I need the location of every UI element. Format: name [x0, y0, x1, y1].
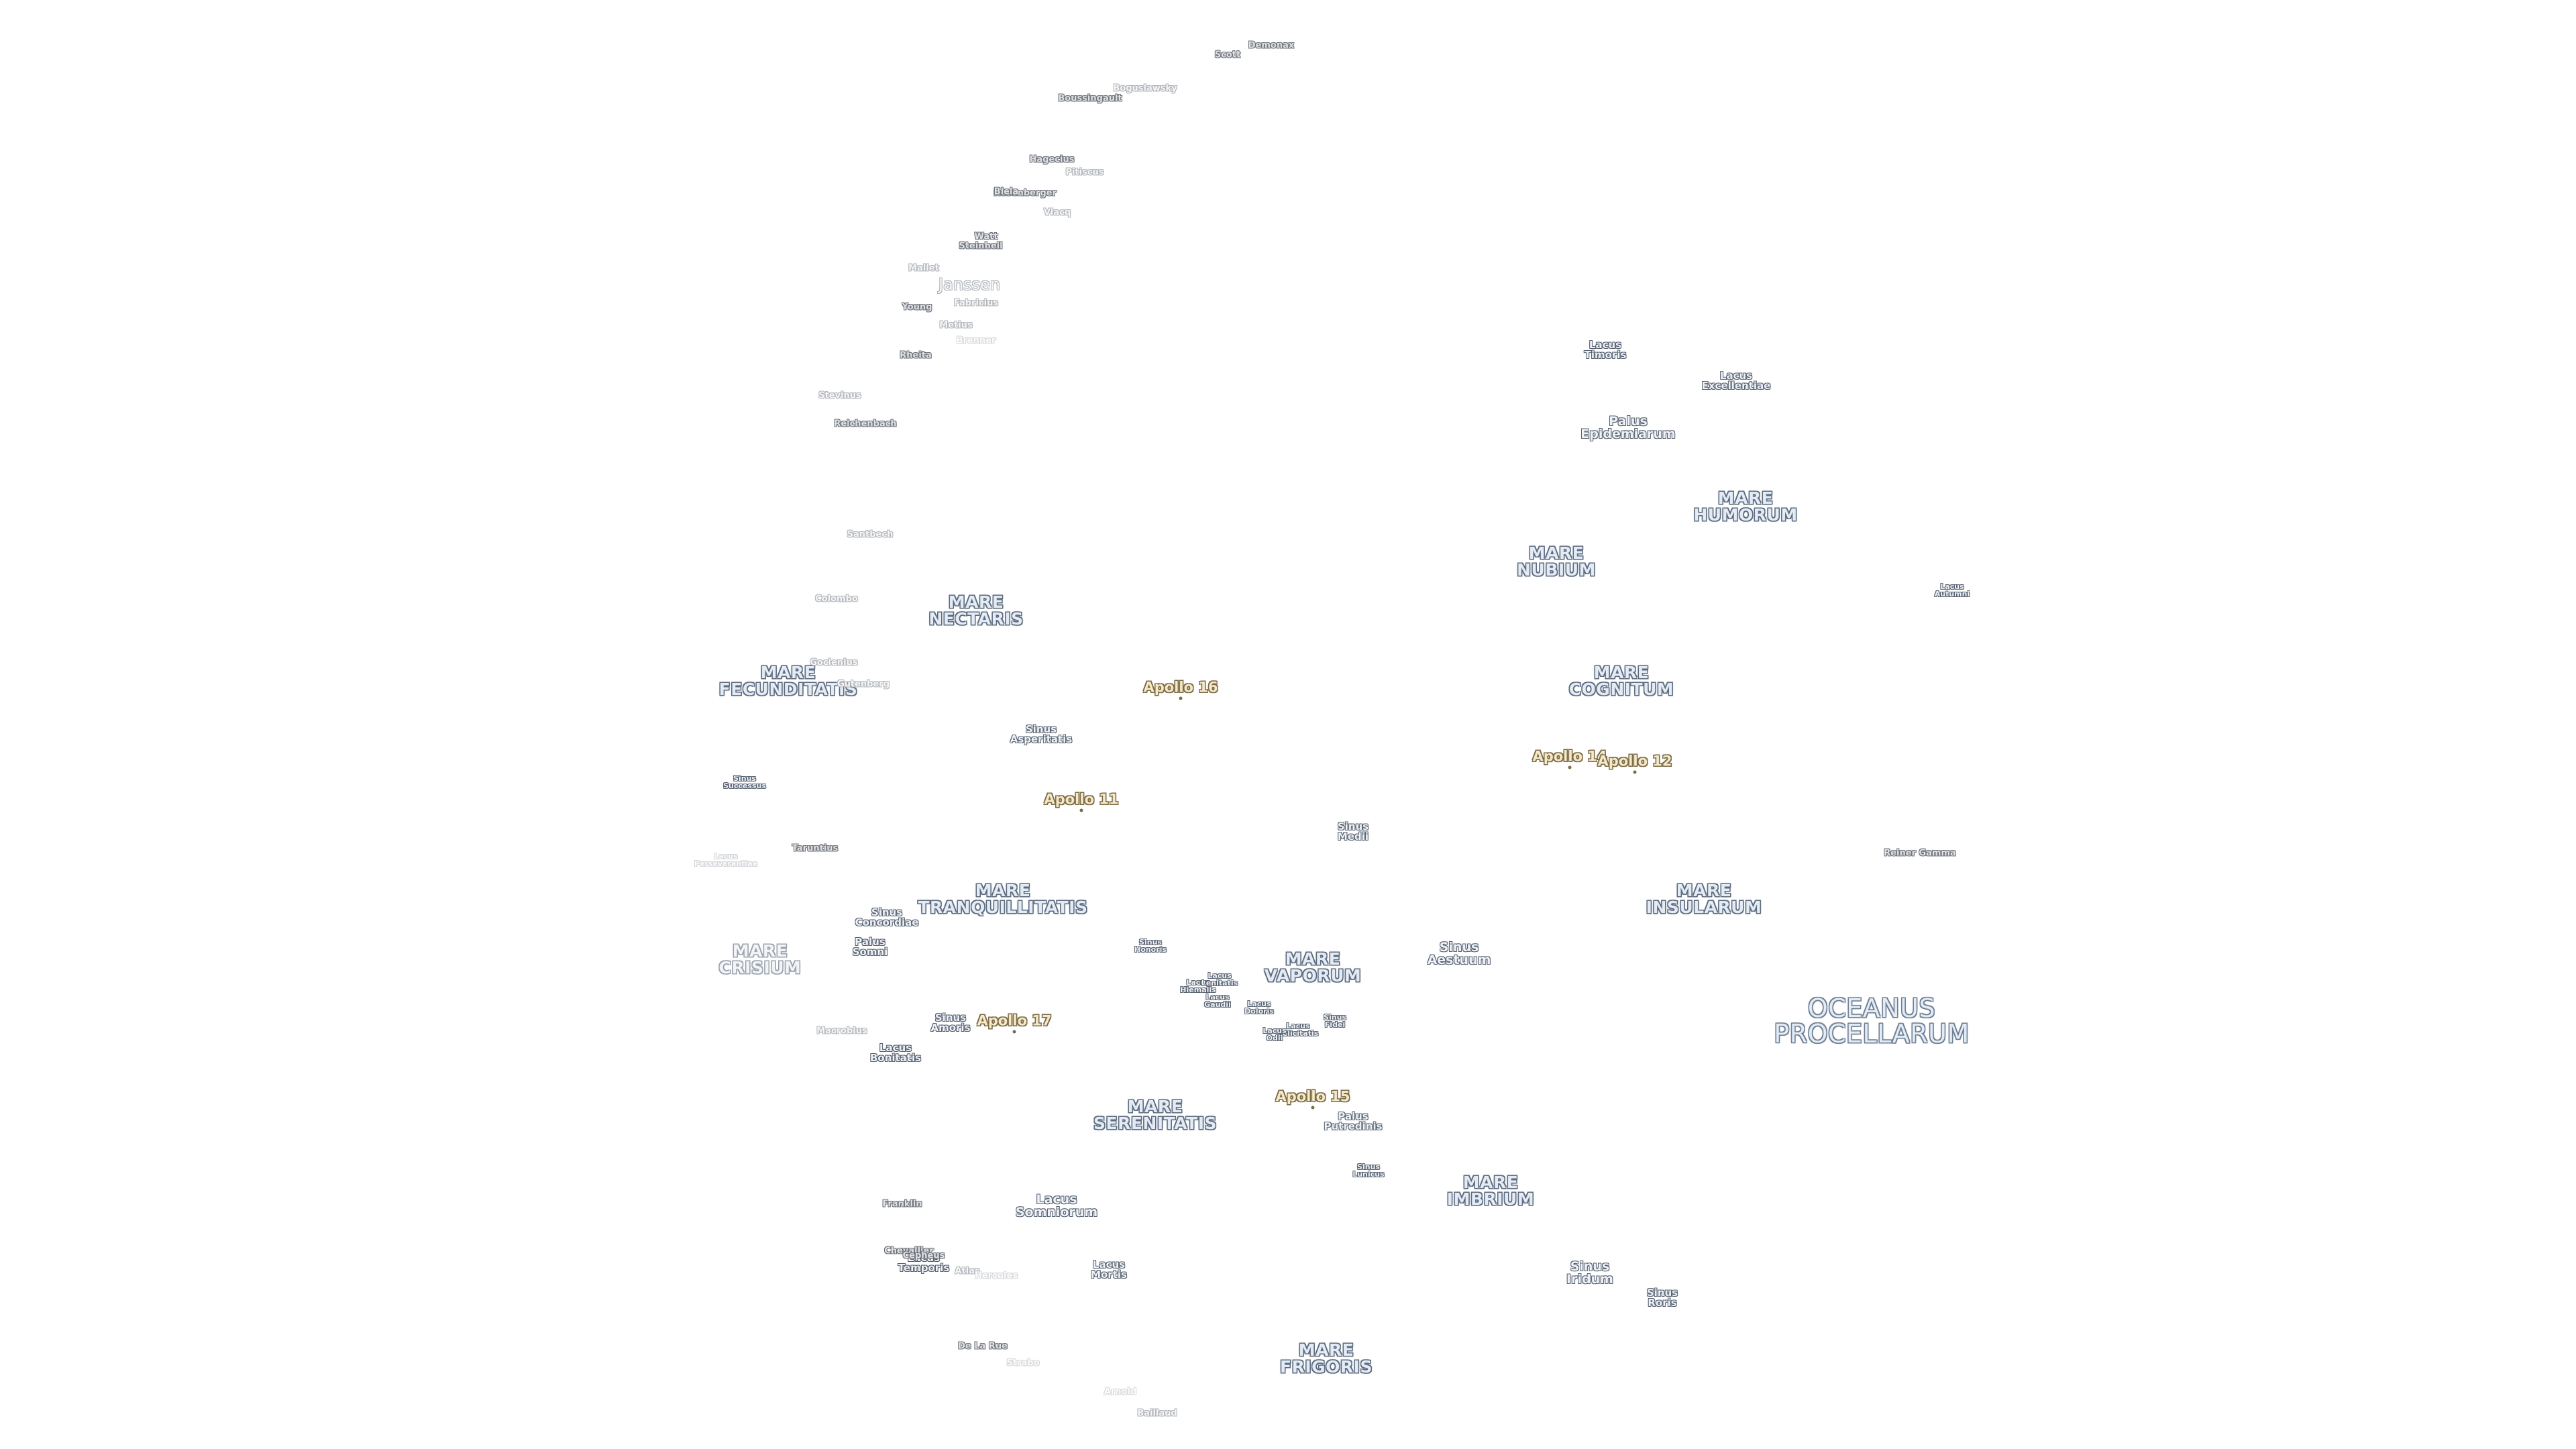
crater-label-demonax: Demonax [1248, 40, 1295, 51]
feature-label-lacus-bonitatis: Lacus Bonitatis [869, 1042, 922, 1064]
landing-site-marker-icon [1012, 1030, 1016, 1034]
landing-site-label-apollo-12: Apollo 12 [1597, 753, 1672, 769]
mare-label-mare-tranquillitatis: MARE TRANQUILLITATIS [918, 881, 1088, 917]
crater-label-boguslawsky: Boguslawsky [1113, 83, 1177, 94]
feature-label-lacus-autumni: Lacus Autumni [1934, 582, 1970, 598]
crater-label-vlacq: Vlacq [1043, 207, 1071, 218]
feature-label-palus-putredinis: Palus Putredinis [1324, 1110, 1383, 1132]
mare-label-mare-vaporum: MARE VAPORUM [1264, 949, 1362, 985]
feature-label-sinus-iridum: Sinus Iridum [1566, 1259, 1613, 1287]
crater-label-fabricius: Fabricius [953, 298, 999, 309]
landing-site-label-apollo-14: Apollo 14 [1532, 748, 1607, 765]
crater-label-steinheil: Steinheil [959, 241, 1003, 252]
landing-site-marker-icon [1079, 808, 1083, 812]
feature-label-lacus-felicitatis: Lacus Felicitatis [1277, 1022, 1319, 1038]
feature-label-lacus-hiemalis: Lacus Hiemalis [1180, 978, 1216, 994]
landing-site-label-apollo-15: Apollo 15 [1275, 1088, 1350, 1105]
feature-label-lacus-odii: Lacus Odii [1263, 1026, 1287, 1042]
landing-site-label-apollo-11: Apollo 11 [1044, 791, 1119, 808]
feature-label-lacus-lenitatis: Lacus Lenitatis [1201, 971, 1238, 987]
crater-label-de-la-rue: De La Rue [958, 1341, 1008, 1352]
crater-label-goclenius: Goclenius [810, 657, 858, 668]
crater-label-boussingault: Boussingault [1058, 93, 1122, 104]
crater-label-young: Young [902, 302, 932, 313]
mare-label-mare-nubium: MARE NUBIUM [1517, 543, 1596, 580]
feature-label-lacus-somniorum: Lacus Somniorum [1015, 1192, 1098, 1220]
mare-label-mare-cognitum: MARE COGNITUM [1568, 663, 1674, 699]
mare-label-mare-imbrium: MARE IMBRIUM [1446, 1173, 1535, 1209]
mare-label-mare-nectaris: MARE NECTARIS [928, 592, 1024, 629]
crater-label-macrobius: Macrobius [816, 1026, 867, 1036]
crater-label-hagecius: Hagecius [1029, 154, 1075, 165]
feature-label-lacus-perseverantiae: Lacus Perseverantiae [694, 852, 758, 868]
crater-label-chevallier: Chevallier [884, 1246, 934, 1256]
mare-label-mare-humorum: MARE HUMORUM [1693, 488, 1798, 525]
crater-label-metius: Metius [939, 320, 973, 331]
landing-site-marker-icon [1311, 1106, 1315, 1110]
feature-label-sinus-successus: Sinus Successus [723, 774, 766, 790]
crater-label-watt: Watt [974, 231, 998, 242]
feature-label-lacus-doloris: Lacus Doloris [1244, 1000, 1274, 1016]
crater-label-atlas: Atlas [955, 1266, 980, 1277]
crater-label-colombo: Colombo [815, 594, 858, 604]
feature-label-sinus-amoris: Sinus Amoris [930, 1012, 971, 1034]
crater-label-gutenberg: Gutenberg [837, 679, 890, 690]
feature-label-lacus-temporis: Lacus Temporis [898, 1252, 950, 1274]
mare-label-mare-fecunditatis: MARE FECUNDITATIS [718, 663, 858, 699]
crater-label-strabo: Strabo [1006, 1358, 1040, 1368]
feature-label-lacus-gaudii: Lacus Gaudii [1204, 993, 1231, 1009]
mare-label-mare-insularum: MARE INSULARUM [1646, 881, 1762, 917]
mare-label-mare-serenitatis: MARE SERENITATIS [1093, 1097, 1218, 1133]
crater-label-reiner-gamma: Reiner Gamma [1884, 848, 1956, 859]
landing-site-label-apollo-16: Apollo 16 [1143, 679, 1218, 696]
crater-label-janssen: Janssen [938, 275, 1000, 294]
landing-site-label-apollo-17: Apollo 17 [977, 1012, 1052, 1029]
feature-label-sinus-concordiae: Sinus Concordiae [855, 906, 919, 928]
crater-label-rosenberger: Rosenberger [994, 188, 1057, 199]
crater-label-biela: Biela [994, 186, 1019, 197]
mare-label-oceanus-procellarum: OCEANUS PROCELLARUM [1774, 994, 1970, 1049]
feature-label-sinus-roris: Sinus Roris [1646, 1287, 1678, 1309]
crater-label-arnold: Arnold [1104, 1387, 1137, 1397]
crater-label-reichenbach: Reichenbach [834, 419, 897, 429]
feature-label-palus-somni: Palus Somni [852, 936, 888, 958]
feature-label-sinus-aestuum: Sinus Aestuum [1427, 940, 1491, 967]
crater-label-scott: Scott [1214, 50, 1241, 60]
feature-label-sinus-honoris: Sinus Honoris [1134, 938, 1167, 954]
crater-label-santbech: Santbech [847, 529, 894, 540]
feature-label-sinus-lunicus: Sinus Lunicus [1352, 1163, 1385, 1179]
feature-label-sinus-asperitatis: Sinus Asperitatis [1010, 723, 1073, 745]
feature-label-sinus-fidei: Sinus Fidei [1324, 1013, 1346, 1029]
crater-label-brenner: Brenner [956, 335, 996, 346]
crater-label-rheita: Rheita [900, 350, 932, 361]
landing-site-marker-icon [1633, 770, 1637, 774]
feature-label-lacus-excellentiae: Lacus Excellentiae [1701, 370, 1771, 392]
feature-label-sinus-medii: Sinus Medii [1337, 820, 1369, 843]
crater-label-mallet: Mallet [908, 263, 939, 274]
landing-site-marker-icon [1568, 765, 1572, 769]
landing-site-marker-icon [1179, 696, 1183, 700]
feature-label-lacus-mortis: Lacus Mortis [1091, 1258, 1127, 1281]
feature-label-lacus-timoris: Lacus Timoris [1584, 339, 1627, 361]
crater-label-stevinus: Stevinus [818, 390, 861, 401]
crater-label-baillaud: Baillaud [1137, 1408, 1177, 1419]
mare-label-mare-crisium: MARE CRISIUM [718, 941, 802, 977]
crater-label-pitiscus: Pitiscus [1065, 167, 1104, 178]
crater-label-taruntius: Taruntius [792, 843, 839, 854]
crater-label-franklin: Franklin [882, 1199, 922, 1210]
feature-label-palus-epidemiarum: Palus Epidemiarum [1580, 414, 1676, 441]
crater-label-cepheus: Cepheus [902, 1250, 945, 1261]
crater-label-hercules: Hercules [974, 1271, 1018, 1281]
mare-label-mare-frigoris: MARE FRIGORIS [1280, 1340, 1373, 1377]
